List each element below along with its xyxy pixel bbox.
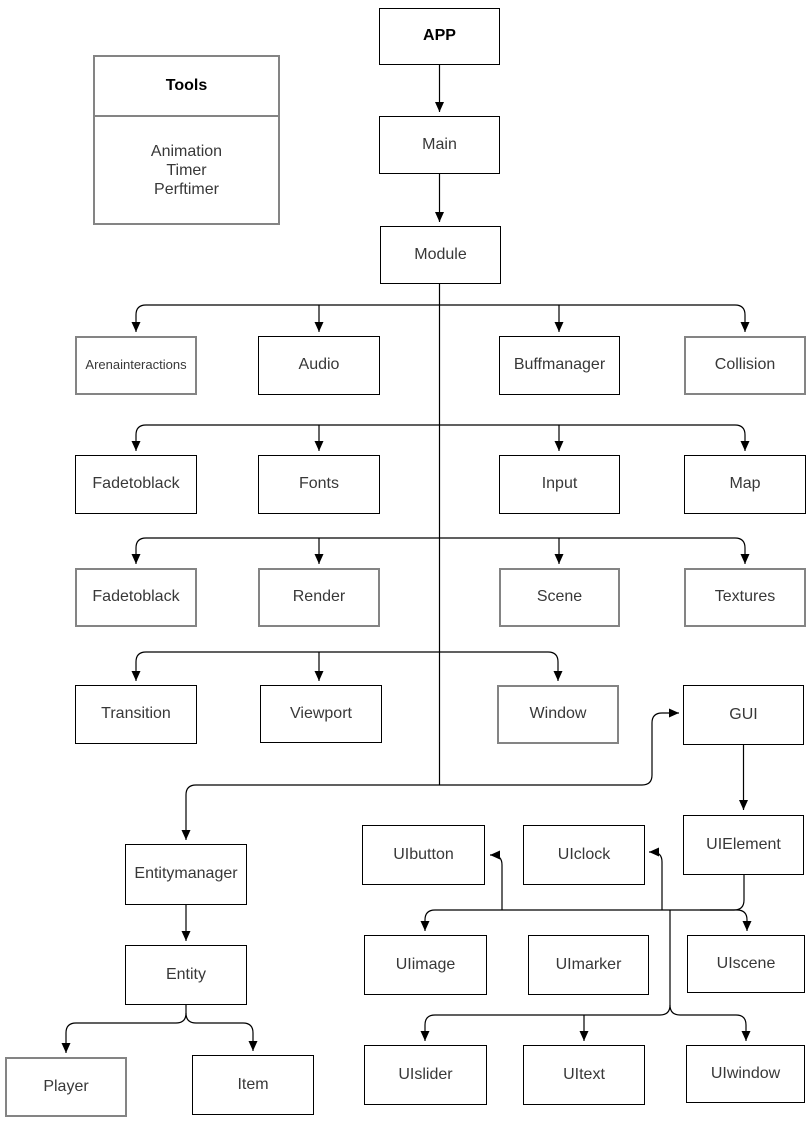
node-item: Item [192, 1055, 314, 1115]
node-input: Input [499, 455, 620, 514]
node-window: Window [497, 685, 619, 744]
node-map: Map [684, 455, 806, 514]
edge-module-collision [439, 304, 750, 332]
edge-module-gui [439, 708, 679, 786]
tools-item-timer: Timer [166, 161, 207, 179]
node-uimarker: UImarker [528, 935, 649, 995]
node-main: Main [379, 116, 500, 174]
node-uiclock: UIclock [523, 825, 645, 885]
node-audio: Audio [258, 336, 380, 395]
edge-uielement-uibutton [490, 850, 503, 910]
node-viewport: Viewport [260, 685, 382, 743]
node-buffmanager: Buffmanager [499, 336, 620, 395]
node-uiscene: UIscene [687, 935, 805, 993]
node-fadetoblack-2: Fadetoblack [75, 568, 197, 627]
edge-module-fadetoblack1 [131, 424, 440, 451]
node-player: Player [5, 1057, 127, 1117]
tools-panel-body: Animation Timer Perftimer [95, 117, 278, 223]
node-collision: Collision [684, 336, 806, 395]
node-entitymanager: Entitymanager [125, 844, 247, 905]
node-module: Module [380, 226, 501, 284]
edge-module-arenainteractions [131, 304, 440, 332]
edge-module-textures [439, 537, 750, 564]
node-transition: Transition [75, 685, 197, 744]
edge-uielement-uiimage [420, 875, 745, 931]
node-arenainteractions: Arenainteractions [75, 336, 197, 395]
tools-panel: Tools Animation Timer Perftimer [93, 55, 280, 225]
node-uibutton: UIbutton [362, 825, 485, 885]
node-render: Render [258, 568, 380, 627]
node-uislider: UIslider [364, 1045, 487, 1105]
edge-uielement-uiclock [649, 847, 663, 910]
edge-uielement-uiscene [700, 909, 752, 931]
node-gui: GUI [683, 685, 804, 745]
edge-entity-item [185, 1012, 258, 1051]
edge-module-map [439, 424, 750, 451]
node-scene: Scene [499, 568, 620, 627]
node-uielement: UIElement [683, 815, 804, 875]
node-entity: Entity [125, 945, 247, 1005]
node-uiimage: UIimage [364, 935, 487, 995]
node-fadetoblack-1: Fadetoblack [75, 455, 197, 514]
edge-module-window [439, 651, 563, 681]
tools-item-animation: Animation [150, 142, 223, 160]
edge-module-transition [131, 651, 440, 681]
edge-module-fadetoblack2 [131, 537, 440, 564]
tools-item-perftimer: Perftimer [154, 180, 219, 198]
tools-panel-title: Tools [95, 57, 278, 117]
node-app: APP [379, 8, 500, 65]
edge-entity-player [61, 1005, 187, 1053]
edge-uielement-uiwindow [669, 1004, 751, 1041]
edge-uielement-uislider [420, 1004, 671, 1041]
edge-module-entitymanager [181, 784, 440, 840]
node-uiwindow: UIwindow [686, 1045, 805, 1103]
node-textures: Textures [684, 568, 806, 627]
node-fonts: Fonts [258, 455, 380, 514]
node-uitext: UItext [523, 1045, 645, 1105]
